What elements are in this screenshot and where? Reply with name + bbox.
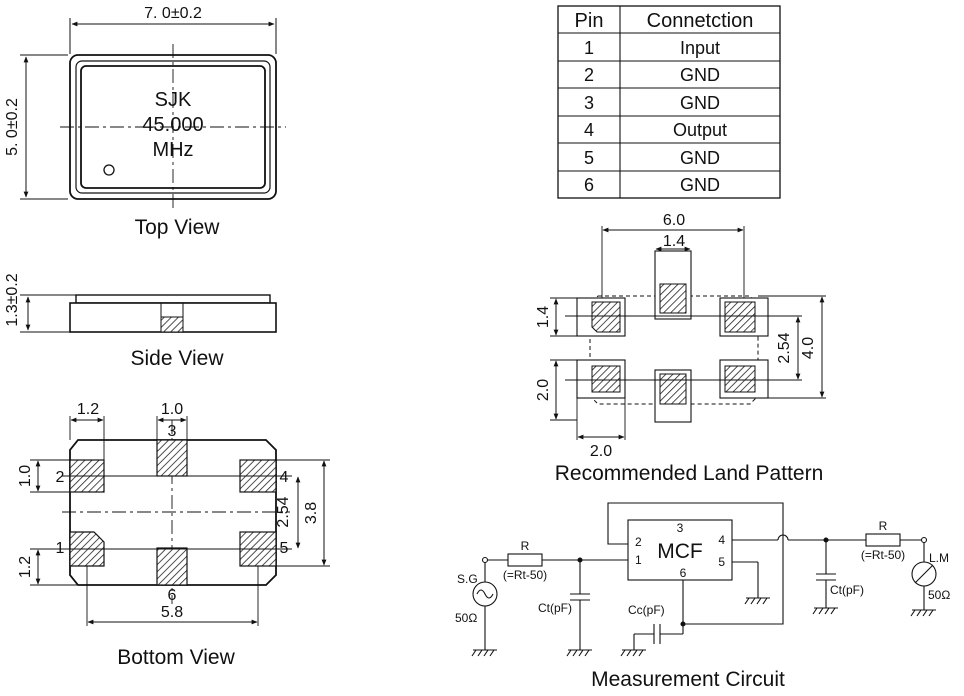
lp-pad-3: [659, 283, 687, 314]
marking-line1: SJK: [155, 89, 192, 111]
mcf-pin-3: 3: [677, 521, 684, 535]
lp-dim-4-0: 4.0: [800, 337, 817, 359]
bv-dim-1-0: 1.0: [161, 401, 183, 418]
input-r-value: (=Rt-50): [503, 568, 547, 582]
bv-pin-3: 3: [168, 423, 177, 440]
mcf-block: [627, 519, 733, 581]
side-view-caption: Side View: [130, 347, 224, 370]
pad-6: [156, 547, 188, 586]
land-pattern: 6.0 1.4 1.4 2.0 2.0 2.54 4.0 Recommended…: [535, 212, 826, 485]
table-row-1-conn: Input: [680, 38, 720, 58]
output-ct-label: Ct(pF): [830, 583, 864, 597]
top-width-dim: 7. 0±0.2: [144, 5, 202, 22]
bv-dim-total: 3.8: [303, 502, 320, 524]
lp-dim-pitch: 2.54: [776, 332, 793, 363]
table-row-5-pin: 5: [584, 148, 594, 168]
lp-dim-1-4-top: 1.4: [663, 233, 685, 250]
table-row-6-pin: 6: [584, 175, 594, 195]
table-header-pin: Pin: [575, 10, 604, 32]
mcf-pin-2: 2: [635, 535, 642, 549]
table-row-4-conn: Output: [673, 120, 727, 140]
bv-pin-5: 5: [280, 540, 289, 557]
marking-line3: MHz: [152, 139, 193, 161]
lp-dim-1-4-left: 1.4: [535, 306, 552, 328]
mcf-pin-4: 4: [718, 533, 725, 547]
table-row-4-pin: 4: [584, 120, 594, 140]
pin1-marker: [103, 164, 115, 176]
top-height-dim: 5. 0±0.2: [4, 98, 21, 156]
mcf-label: MCF: [657, 540, 703, 563]
mcf-pin-1: 1: [635, 553, 642, 567]
sg-impedance: 50Ω: [455, 611, 477, 625]
lp-pad-2: [591, 301, 621, 333]
cc-label: Cc(pF): [628, 603, 665, 617]
input-resistor: [507, 553, 543, 567]
output-r-label: R: [879, 519, 888, 533]
marking-line2: 45.000: [142, 114, 203, 136]
circuit-labels: MCF 1 2 3 4 5 6 S.G 50Ω R (=Rt-50) Ct(pF…: [455, 519, 950, 691]
table-header-connection: Connetction: [647, 10, 754, 32]
mcf-pin-6: 6: [680, 566, 687, 580]
table-row-1-pin: 1: [584, 38, 594, 58]
pin-table: Pin Connetction 1 Input 2 GND 3 GND 4 Ou…: [557, 5, 781, 199]
bv-pin-6: 6: [168, 587, 177, 604]
table-row-5-conn: GND: [680, 148, 720, 168]
measurement-circuit: [471, 502, 937, 657]
top-view: 7. 0±0.2 5. 0±0.2 SJK 45.000 MHz Top Vie…: [4, 5, 286, 239]
bv-dim-left-1-0: 1.0: [17, 465, 34, 487]
table-row-6-conn: GND: [680, 175, 720, 195]
bv-pin-1: 1: [56, 540, 65, 557]
sg-label: S.G: [457, 572, 478, 586]
lp-pad-6: [659, 373, 687, 405]
pad-3: [156, 439, 188, 477]
table-row-2-conn: GND: [680, 65, 720, 85]
output-resistor: [865, 533, 901, 547]
bottom-view: 1.2 1.0 1.0 1.2 2.54 3.8 5.8 1 2 3 4 5 6…: [17, 401, 330, 669]
bottom-view-caption: Bottom View: [117, 646, 235, 669]
top-view-caption: Top View: [135, 216, 221, 239]
table-row-2-pin: 2: [584, 65, 594, 85]
lp-dim-6-0: 6.0: [663, 212, 685, 229]
lp-pad-1: [591, 365, 621, 393]
table-row-3-conn: GND: [680, 93, 720, 113]
lp-pad-4: [724, 301, 756, 333]
table-row-3-pin: 3: [584, 93, 594, 113]
circuit-caption: Measurement Circuit: [591, 668, 785, 691]
lp-dim-2-0-bottom: 2.0: [590, 443, 612, 460]
side-height-dim: 1.3±0.2: [4, 273, 21, 326]
bv-dim-left-1-2: 1.2: [17, 556, 34, 578]
land-pattern-caption: Recommended Land Pattern: [555, 462, 824, 485]
bv-dim-pitch: 2.54: [275, 496, 292, 527]
output-r-value: (=Rt-50): [861, 548, 905, 562]
lm-impedance: 50Ω: [928, 588, 950, 602]
bv-dim-1-2: 1.2: [77, 401, 99, 418]
bv-pin-2: 2: [56, 469, 65, 486]
input-ct-label: Ct(pF): [538, 601, 572, 615]
lp-pad-5: [724, 365, 756, 393]
side-view: 1.3±0.2 Side View: [4, 273, 277, 370]
bv-dim-span: 5.8: [161, 604, 183, 621]
mcf-pin-5: 5: [718, 555, 725, 569]
lp-dim-2-0-left: 2.0: [535, 379, 552, 401]
input-r-label: R: [521, 539, 530, 553]
bv-pin-4: 4: [280, 469, 289, 486]
lm-label: L.M: [929, 551, 949, 565]
